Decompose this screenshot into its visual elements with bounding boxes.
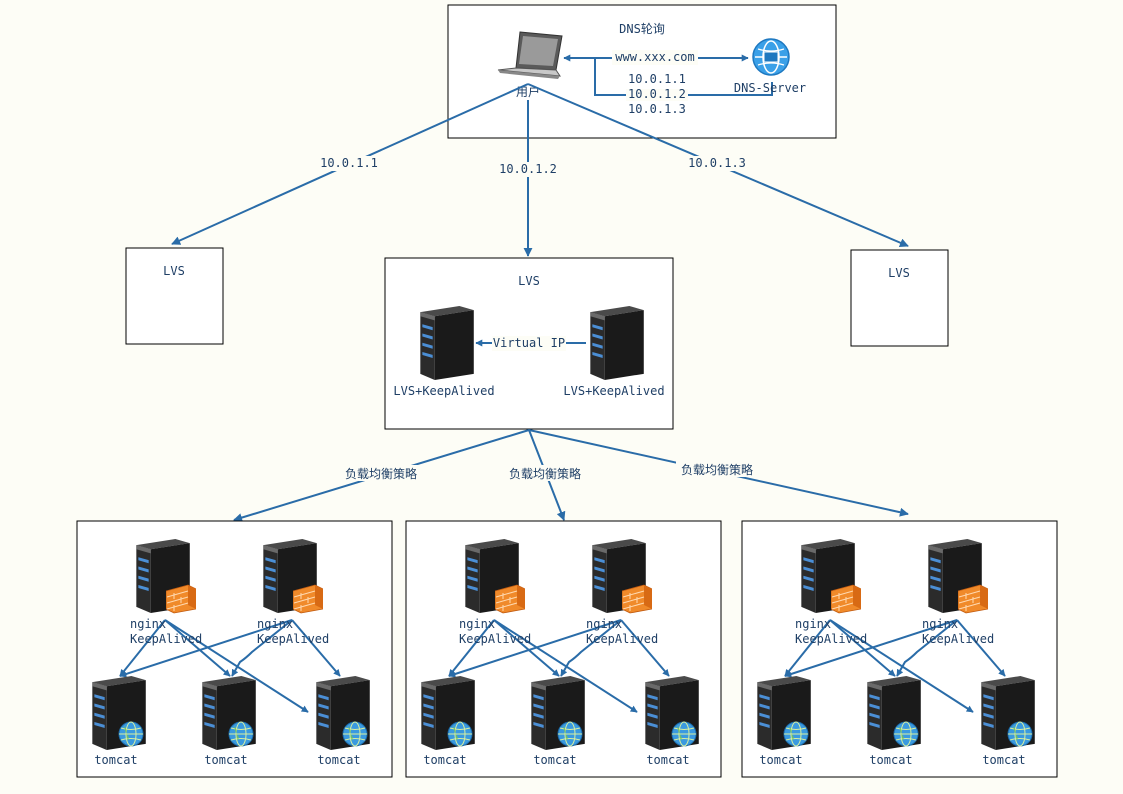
lb-left-label: 负载均衡策略 xyxy=(345,466,417,481)
lb-center-label: 负载均衡策略 xyxy=(509,466,581,481)
nginx-label: nginx xyxy=(130,617,166,631)
tomcat-label: tomcat xyxy=(317,753,360,767)
lvs-node-right-label: LVS+KeepAlived xyxy=(563,384,664,398)
dns-ip-1: 10.0.1.1 xyxy=(628,72,686,86)
globe-icon xyxy=(228,721,254,747)
lvs-right-title: LVS xyxy=(888,266,910,280)
cluster-1: nginx KeepAlived nginx KeepAlived tomcat… xyxy=(76,520,393,778)
dns-ip-2: 10.0.1.2 xyxy=(628,87,686,101)
tomcat-label: tomcat xyxy=(869,753,912,767)
tomcat-label: tomcat xyxy=(204,753,247,767)
tomcat-label: tomcat xyxy=(94,753,137,767)
keepalived-label: KeepAlived xyxy=(130,632,202,646)
keepalived-label: KeepAlived xyxy=(586,632,658,646)
keepalived-label: KeepAlived xyxy=(922,632,994,646)
keepalived-label: KeepAlived xyxy=(459,632,531,646)
globe-icon xyxy=(783,721,809,747)
globe-icon xyxy=(118,721,144,747)
dns-server-icon xyxy=(752,38,790,76)
nginx-label: nginx xyxy=(795,617,831,631)
lvs-center-title: LVS xyxy=(518,274,540,288)
virtual-ip-label: Virtual IP xyxy=(493,336,565,350)
domain-label: www.xxx.com xyxy=(615,50,694,64)
nginx-label: nginx xyxy=(586,617,622,631)
user-label: 用户 xyxy=(516,84,540,99)
cluster-2: nginx KeepAlived nginx KeepAlived tomcat… xyxy=(405,520,722,778)
tomcat-label: tomcat xyxy=(533,753,576,767)
tomcat-label: tomcat xyxy=(423,753,466,767)
keepalived-label: KeepAlived xyxy=(795,632,867,646)
globe-icon xyxy=(671,721,697,747)
tomcat-label: tomcat xyxy=(759,753,802,767)
lvs-left-box xyxy=(125,247,224,345)
cluster-3: nginx KeepAlived nginx KeepAlived tomcat… xyxy=(741,520,1058,778)
dns-ip-3: 10.0.1.3 xyxy=(628,102,686,116)
dns-area-title: DNS轮询 xyxy=(619,22,665,36)
lb-right-label: 负载均衡策略 xyxy=(681,462,753,477)
nginx-label: nginx xyxy=(257,617,293,631)
lvs-master-server-icon xyxy=(420,306,474,380)
globe-icon xyxy=(557,721,583,747)
tomcat-label: tomcat xyxy=(646,753,689,767)
globe-icon xyxy=(893,721,919,747)
laptop-icon xyxy=(497,31,563,79)
route-right-ip: 10.0.1.3 xyxy=(688,156,746,170)
nginx-label: nginx xyxy=(922,617,958,631)
keepalived-label: KeepAlived xyxy=(257,632,329,646)
globe-icon xyxy=(447,721,473,747)
lvs-right-box xyxy=(850,249,949,347)
tomcat-label: tomcat xyxy=(982,753,1025,767)
nginx-label: nginx xyxy=(459,617,495,631)
lvs-backup-server-icon xyxy=(590,306,644,380)
lvs-node-left-label: LVS+KeepAlived xyxy=(393,384,494,398)
dns-server-label: DNS-Server xyxy=(734,81,806,95)
lvs-left-title: LVS xyxy=(163,264,185,278)
route-center-ip: 10.0.1.2 xyxy=(499,162,557,176)
globe-icon xyxy=(1007,721,1033,747)
route-left-ip: 10.0.1.1 xyxy=(320,156,378,170)
globe-icon xyxy=(342,721,368,747)
